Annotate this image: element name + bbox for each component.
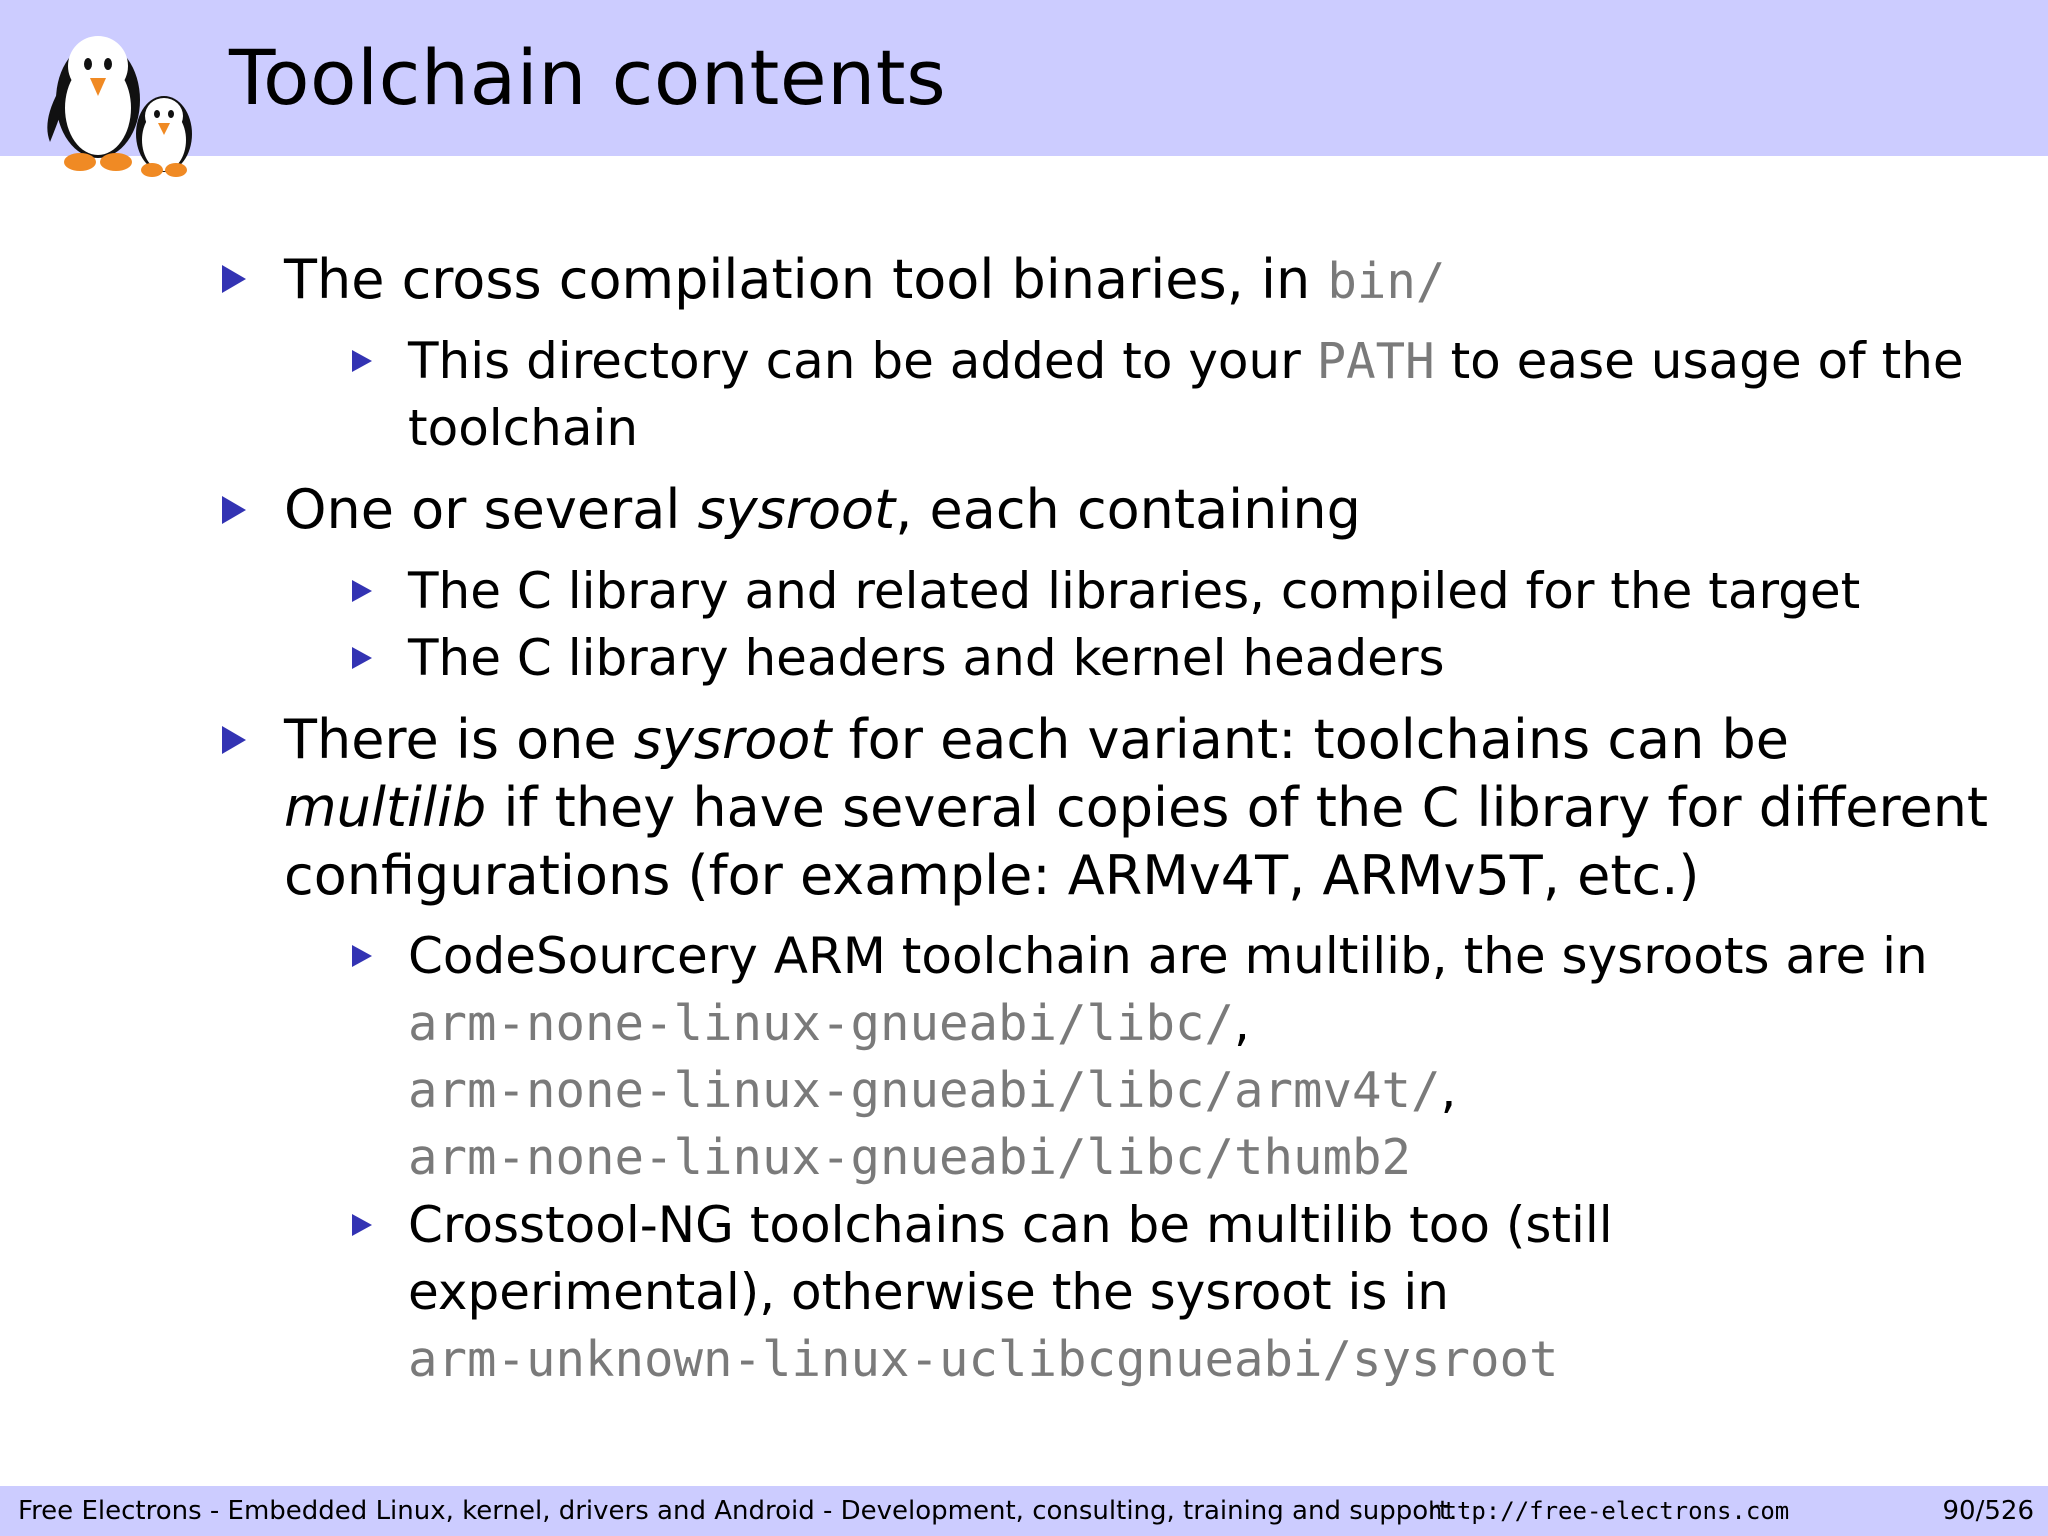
code-path-text: arm-none-linux-gnueabi/libc/armv4t/ [408,1062,1441,1119]
comma: , [1234,994,1250,1052]
bullet-text: if they have several copies of the C lib… [486,776,1989,839]
bullet-text: to ease usage of the [1434,332,1964,390]
code-sysroot-path-uclibc: arm-unknown-linux-uclibcgnueabi/sysroot [408,1331,1559,1388]
italic-sysroot: sysroot [697,478,896,541]
bullet-crosstool-ng: Crosstool-NG toolchains can be multilib … [408,1196,1613,1254]
bullet-crosstool-ng-line2: experimental), otherwise the sysroot is … [408,1263,1449,1321]
bullet-path-hint-line2: toolchain [408,399,639,457]
code-bin: bin/ [1327,253,1446,310]
triangle-bullet-icon [222,726,246,754]
bullet-text: The cross compilation tool binaries, in [284,248,1328,311]
triangle-bullet-icon [352,945,372,967]
triangle-bullet-icon [352,647,372,669]
italic-multilib: multilib [284,776,487,839]
bullet-text: This directory can be added to your [408,332,1317,390]
bullet-codesourcery: CodeSourcery ARM toolchain are multilib,… [408,927,1928,985]
italic-sysroot: sysroot [633,708,832,771]
triangle-bullet-icon [222,265,246,293]
comma: , [1440,1061,1457,1119]
code-sysroot-path-2: arm-none-linux-gnueabi/libc/armv4t/, [408,1057,1456,1124]
bullet-path-hint: This directory can be added to your PATH… [408,328,1964,395]
slide-footer: Free Electrons - Embedded Linux, kernel,… [0,1486,2048,1536]
bullet-text: One or several [284,478,698,541]
bullet-text: There is one [284,708,634,771]
code-path: PATH [1316,333,1435,390]
code-sysroot-path-3: arm-none-linux-gnueabi/libc/thumb2 [408,1129,1412,1186]
triangle-bullet-icon [222,496,246,524]
slide-body: The cross compilation tool binaries, in … [222,246,1988,1388]
footer-text: Free Electrons - Embedded Linux, kernel,… [18,1496,1458,1526]
bullet-headers: The C library headers and kernel headers [408,629,1445,687]
triangle-bullet-icon [352,350,372,372]
bullet-text: for each variant: toolchains can be [831,708,1790,771]
page-number: 90/526 [1942,1496,2034,1526]
code-sysroot-path-1: arm-none-linux-gnueabi/libc/, [408,990,1250,1057]
slide-header [0,0,2048,156]
triangle-bullet-icon [352,580,372,602]
bullet-multilib-line1: There is one sysroot for each variant: t… [284,706,1789,774]
triangle-bullet-icon [352,1214,372,1236]
bullet-multilib-line2: multilib if they have several copies of … [284,774,1988,842]
page-title: Toolchain contents [229,33,947,122]
footer-url[interactable]: http://free-electrons.com [1428,1497,1790,1525]
code-path-text: arm-none-linux-gnueabi/libc/ [408,995,1235,1052]
bullet-text: , each containing [895,478,1361,541]
bullet-sysroot: One or several sysroot, each containing [284,476,1361,544]
bullet-tool-binaries: The cross compilation tool binaries, in … [284,246,1445,316]
penguins-logo-icon [47,36,192,177]
bullet-c-library: The C library and related libraries, com… [408,562,1861,620]
bullet-multilib-line3: configurations (for example: ARMv4T, ARM… [284,844,1700,907]
